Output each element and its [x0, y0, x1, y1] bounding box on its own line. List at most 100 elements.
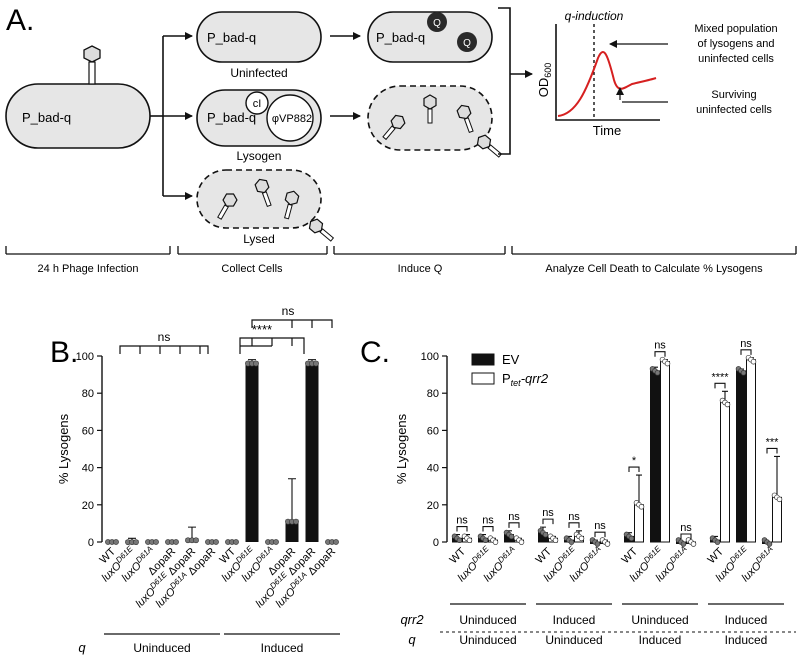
annotation-line-3: uninfected cells: [698, 53, 774, 65]
bar: [772, 496, 782, 543]
lysogen-cell-label: P_bad-q: [207, 110, 256, 125]
od-ylabel: OD600: [536, 63, 553, 98]
phage-icon: [284, 190, 300, 220]
legend-swatch-qrr2: [471, 372, 495, 385]
data-point: [333, 539, 339, 545]
y-tick-label: 0: [88, 537, 94, 549]
data-point: [766, 541, 773, 547]
bar: [285, 519, 299, 542]
annotation-line-1: Mixed population: [694, 23, 777, 35]
strain-label: WT: [706, 545, 727, 566]
sig-label: ns: [158, 330, 171, 344]
row-label-q: q: [78, 640, 86, 655]
data-point: [253, 360, 259, 367]
data-point: [714, 539, 721, 545]
y-tick-label: 60: [427, 425, 439, 437]
sig-bracket: [542, 518, 554, 525]
data-point: [213, 539, 219, 545]
sig-bracket: [568, 522, 580, 528]
annotation-line-4: Surviving: [711, 89, 756, 101]
data-point: [750, 358, 757, 365]
data-point: [273, 539, 279, 545]
y-tick-label: 100: [421, 351, 439, 363]
sig-bracket: [119, 345, 209, 354]
data-point: [776, 496, 783, 503]
strain-label: WT: [534, 545, 555, 566]
phage-tail: [284, 203, 293, 220]
sig-label: ns: [654, 340, 666, 352]
q-protein-1: Q: [433, 18, 441, 29]
bar: [245, 361, 259, 542]
sig-bracket: [239, 337, 305, 354]
sig-bracket: [740, 349, 752, 355]
data-point: [638, 504, 645, 510]
phage-icon: [254, 178, 272, 208]
data-point: [542, 531, 549, 538]
sig-label: ns: [456, 515, 468, 527]
data-point: [133, 539, 139, 546]
od-plot: q-induction Time OD600 Mixed population …: [536, 9, 778, 138]
data-point: [233, 539, 239, 545]
lysed-caption: Lysed: [243, 232, 275, 246]
marker-label: q-induction: [565, 9, 624, 23]
phage-tail: [427, 108, 433, 124]
data-point: [193, 537, 199, 544]
data-point: [113, 539, 119, 545]
phage-tail: [261, 191, 272, 208]
group-label-qrr2: Induced: [553, 613, 596, 627]
data-point: [578, 535, 585, 542]
y-tick-label: 80: [82, 388, 94, 400]
step-3: Induce Q: [398, 263, 443, 275]
sig-label: ****: [711, 371, 729, 383]
sig-label: ns: [482, 515, 494, 527]
data-point: [313, 360, 319, 367]
group-label: Induced: [261, 641, 304, 655]
y-tick-label: 40: [82, 463, 94, 475]
group-label: Uninduced: [133, 641, 190, 655]
data-point: [153, 539, 159, 545]
y-tick-label: 40: [427, 463, 439, 475]
group-label-q: Induced: [639, 633, 682, 647]
panel-a-label: A.: [6, 4, 34, 37]
sig-bracket: [766, 447, 778, 454]
step-timeline: 24 h Phage Infection Collect Cells Induc…: [5, 246, 797, 275]
data-point: [740, 370, 747, 376]
bar: [720, 402, 730, 543]
strain-label: WT: [620, 545, 641, 566]
step-2: Collect Cells: [221, 263, 283, 275]
y-tick-label: 20: [82, 500, 94, 512]
q-protein-2: Q: [463, 38, 471, 49]
data-point: [518, 539, 525, 545]
legend-label-qrr2: Ptet-qrr2: [502, 371, 549, 388]
phage-tail: [487, 144, 503, 158]
bar: [305, 361, 319, 542]
bar: [660, 361, 670, 543]
group-label-qrr2: Uninduced: [459, 613, 516, 627]
repressor-label: cI: [253, 98, 262, 110]
data-point: [664, 360, 671, 367]
sig-label: ****: [252, 322, 272, 337]
sig-bracket: [680, 533, 692, 539]
row-label-qrr2: qrr2: [400, 612, 424, 627]
uninfected-cell: P_bad-q Uninfected: [196, 11, 322, 80]
data-point: [173, 539, 179, 545]
sig-label: ***: [766, 436, 780, 448]
y-tick-label: 0: [433, 537, 439, 549]
sig-bracket: [251, 319, 333, 328]
phage-icon: [423, 94, 437, 124]
annotation-line-2: of lysogens and: [697, 38, 774, 50]
group-label-q: Uninduced: [545, 633, 602, 647]
data-point: [508, 533, 515, 540]
phage-tail: [217, 204, 229, 220]
sig-label: ns: [680, 522, 692, 534]
induced-cell-label: P_bad-q: [376, 30, 425, 45]
data-point: [482, 537, 489, 544]
lysed-cell: Lysed: [196, 169, 335, 246]
data-point: [628, 535, 635, 542]
data-point: [456, 537, 463, 544]
phage-icon: [308, 218, 335, 242]
error-bar: [636, 474, 642, 505]
time-label: Time: [593, 123, 621, 138]
start-cell: P_bad-q: [5, 45, 151, 149]
